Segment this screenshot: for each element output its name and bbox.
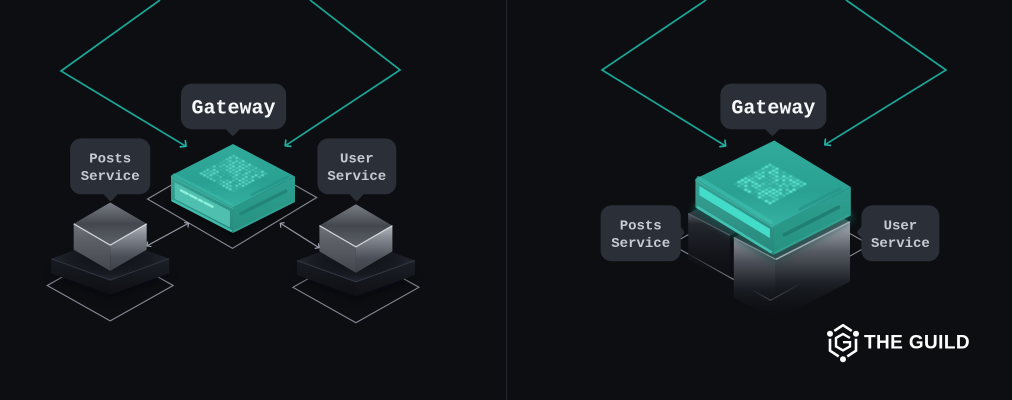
svg-text:Service: Service [81, 169, 140, 185]
svg-text:Gateway: Gateway [191, 98, 275, 121]
svg-text:User: User [884, 219, 918, 235]
svg-text:Posts: Posts [89, 152, 131, 168]
svg-text:THE GUILD: THE GUILD [864, 333, 970, 354]
svg-text:Posts: Posts [620, 219, 662, 235]
svg-text:Gateway: Gateway [731, 98, 815, 121]
svg-text:User: User [340, 152, 374, 168]
svg-text:Service: Service [327, 169, 386, 185]
svg-text:Service: Service [871, 236, 930, 252]
svg-text:Service: Service [611, 236, 670, 252]
